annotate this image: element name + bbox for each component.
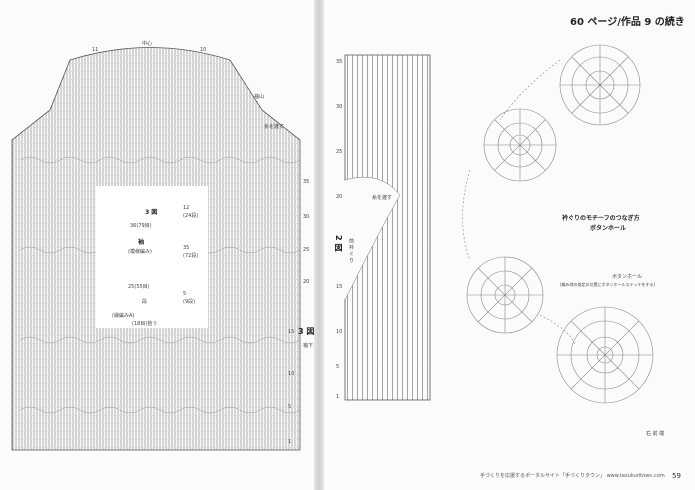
inset-side-top-rows: (24段) [183,213,199,219]
fig2-label: 2 図 [334,235,343,252]
page-number: 59 [672,472,681,480]
footer-text: 手づくりを応援するポータルサイト「手づくりタウン」 www.tezukurito… [480,473,665,479]
inset-rows: 段 [142,299,148,305]
row-num: 1 [288,439,292,445]
row-num-mid: 20 [336,194,343,200]
row-num: 15 [288,329,295,335]
row-num-mid: 30 [336,104,343,110]
right-front-label: 右 前 端 [646,431,665,437]
inset-pattern-note: (模様編み) [128,249,152,255]
inset-side-top: 12 [183,205,190,211]
row-num-mid: 35 [336,59,343,65]
row-num: 35 [303,179,310,185]
center-label: 中心 [142,41,153,47]
inset-side-mid-rows: (72段) [183,253,199,259]
inset-piece-name: 袖 [138,239,145,246]
decrease-note: 糸を渡す [264,124,285,130]
fig3-side-label: 3 図 [298,327,315,336]
inset-top-width: 36(79目) [130,223,152,229]
row-num: 11 [92,47,99,53]
row-num: 25 [303,247,310,253]
underarm-label: 袖下 [303,343,314,349]
inset-hem: (縁編みA) [112,313,135,319]
inset-bottom-label: (18目)拾う [132,321,158,327]
inset-bottom-width: 25(55目) [128,284,150,290]
row-num: 30 [303,214,310,220]
row-num-mid: 5 [336,364,340,370]
collar-title: 衿ぐりのモチーフのつなぎ方 [562,215,640,222]
page-header: 60 ページ/作品 9 の続き [570,17,685,28]
inset-title: 3 図 [145,209,158,216]
sleeve-cap-label: 袖山 [254,94,265,100]
button-hole-note: (編み地の指定の位置にボタンホールステッチをする) [560,282,656,287]
row-num: 10 [200,47,207,53]
page-gutter [314,0,324,490]
row-num-mid: 10 [336,329,343,335]
row-num: 20 [303,279,310,285]
row-num-mid: 25 [336,149,343,155]
sleeve-inset-box [96,186,208,328]
button-hole-label: ボタンホール [612,274,643,280]
inset-side-bottom: 5 [183,291,187,297]
inset-side-bottom-rows: (9段) [183,299,196,305]
inset-side-mid: 35 [183,245,190,251]
motif-group [462,44,654,404]
row-num: 5 [288,404,292,410]
row-num-mid: 1 [336,394,340,400]
fig2-sub-label: 前 衿 ぐ り [348,238,354,263]
right-front-note: 糸を渡す [372,195,393,201]
collar-subtitle: ボタンホール [590,225,627,232]
row-num: 10 [288,371,295,377]
row-num-mid: 15 [336,284,343,290]
